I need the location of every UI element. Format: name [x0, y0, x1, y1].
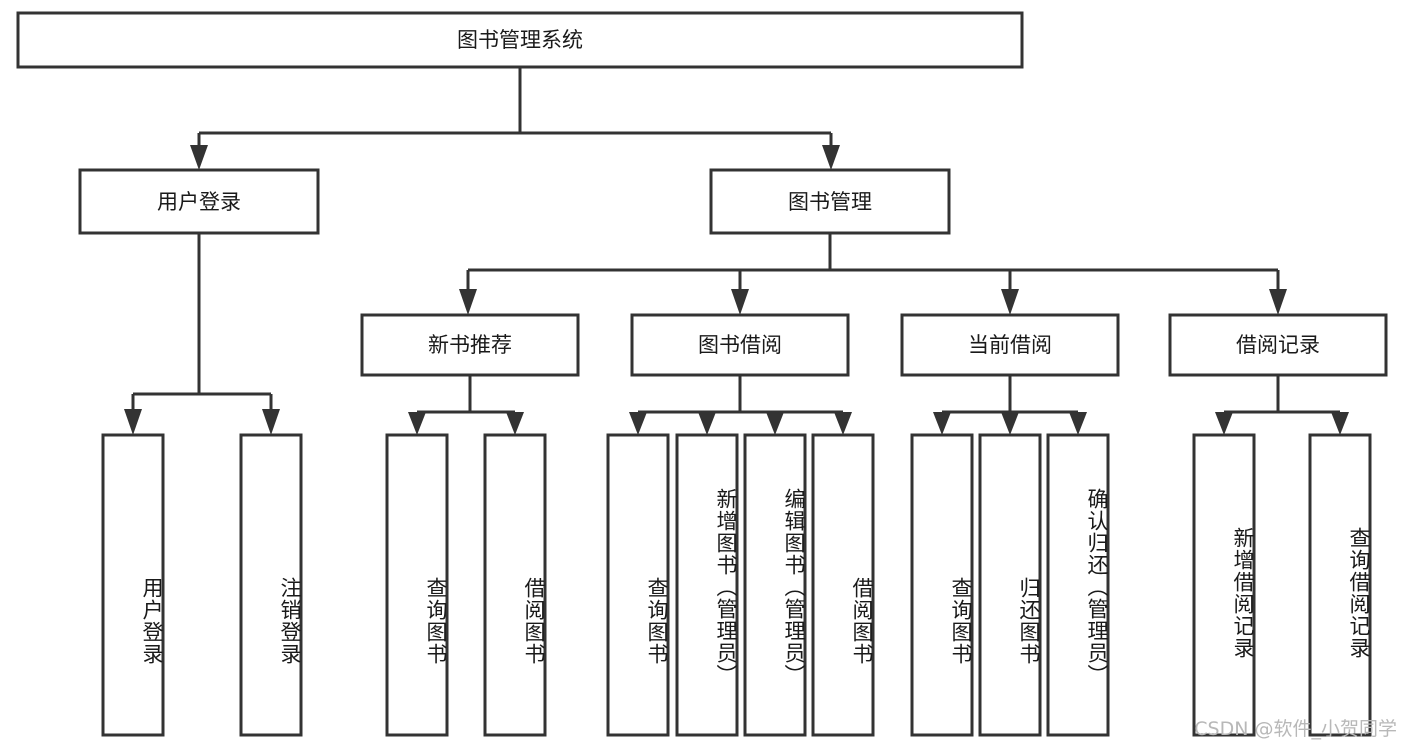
leaf-box-query-record[interactable]: [1308, 433, 1372, 737]
arrow-head-icon: [1215, 412, 1233, 435]
leaf-box-borrow-book-2[interactable]: [811, 433, 875, 737]
connector-book-borrow-to-leaves: [629, 375, 852, 435]
borrow-record-label: 借阅记录: [1236, 333, 1320, 357]
arrow-head-icon: [124, 409, 142, 435]
leaf-box-query-book-2[interactable]: [606, 433, 670, 737]
leaf-box-edit-book[interactable]: [743, 433, 807, 737]
arrow-head-icon: [766, 412, 784, 435]
new-book-recommend-box[interactable]: [360, 313, 580, 377]
user-login-label: 用户登录: [157, 190, 241, 214]
leaf-box-borrow-book-1[interactable]: [483, 433, 547, 737]
arrow-head-icon: [1069, 412, 1087, 435]
book-borrow-label: 图书借阅: [698, 333, 782, 357]
connector-book-manage-to-level3: [459, 233, 1287, 315]
arrow-head-icon: [822, 145, 840, 170]
arrow-head-icon: [1001, 412, 1019, 435]
leaf-box-return-book[interactable]: [978, 433, 1042, 737]
leaf-box-user-logout[interactable]: [239, 433, 303, 737]
node-new-book-recommend[interactable]: 新书推荐: [360, 313, 580, 377]
arrow-head-icon: [262, 409, 280, 435]
arrow-head-icon: [459, 289, 477, 315]
leaf-box-add-book[interactable]: [675, 433, 739, 737]
connector-user-login-to-leaves: [124, 233, 280, 435]
leaf-box-query-book-3[interactable]: [910, 433, 974, 737]
node-book-borrow[interactable]: 图书借阅: [630, 313, 850, 377]
arrow-head-icon: [698, 412, 716, 435]
arrow-head-icon: [731, 289, 749, 315]
leaf-box-add-record[interactable]: [1192, 433, 1256, 737]
connector-new-book-recommend-to-leaves: [408, 375, 524, 435]
arrow-head-icon: [834, 412, 852, 435]
arrow-head-icon: [629, 412, 647, 435]
book-manage-label: 图书管理: [788, 190, 872, 214]
arrow-head-icon: [1001, 289, 1019, 315]
node-book-manage[interactable]: 图书管理: [709, 168, 951, 235]
arrow-head-icon: [1331, 412, 1349, 435]
leaf-box-user-login[interactable]: [101, 433, 165, 737]
root-label: 图书管理系统: [457, 28, 583, 52]
leaf-box-confirm-return[interactable]: [1046, 433, 1110, 737]
watermark: CSDN @软件_小贺同学: [1194, 718, 1397, 740]
connector-borrow-record-to-leaves: [1215, 375, 1349, 435]
node-user-login[interactable]: 用户登录: [78, 168, 320, 235]
connector-root-to-level2: [190, 67, 840, 170]
arrow-head-icon: [1269, 289, 1287, 315]
new-book-recommend-label: 新书推荐: [428, 333, 512, 357]
node-root[interactable]: 图书管理系统: [16, 11, 1024, 69]
user-login-box[interactable]: [78, 168, 320, 235]
arrow-head-icon: [933, 412, 951, 435]
connector-current-borrow-to-leaves: [933, 375, 1087, 435]
node-current-borrow[interactable]: 当前借阅: [900, 313, 1120, 377]
leaf-box-query-book-1[interactable]: [385, 433, 449, 737]
arrow-head-icon: [190, 145, 208, 170]
current-borrow-box[interactable]: [900, 313, 1120, 377]
arrow-head-icon: [506, 412, 524, 435]
root-box[interactable]: [16, 11, 1024, 69]
arrow-head-icon: [408, 412, 426, 435]
node-borrow-record[interactable]: 借阅记录: [1168, 313, 1388, 377]
current-borrow-label: 当前借阅: [968, 333, 1052, 357]
